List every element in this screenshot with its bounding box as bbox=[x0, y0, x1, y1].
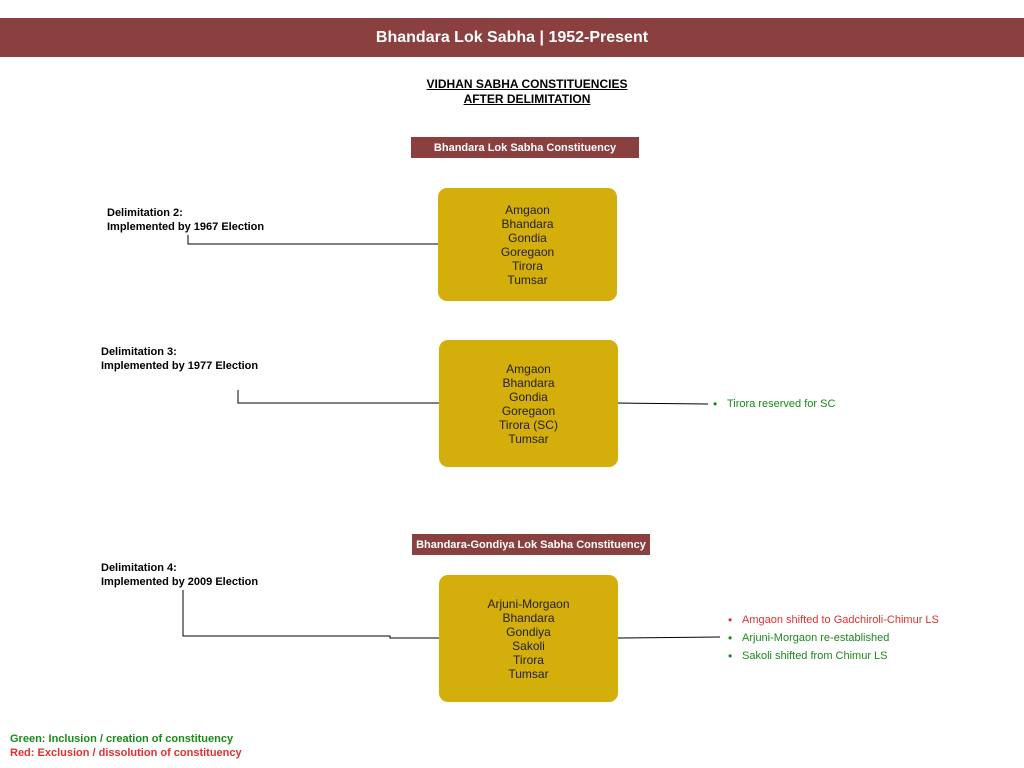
connector-d4-changes bbox=[617, 636, 721, 639]
constituency-item: Tirora (SC) bbox=[499, 417, 558, 432]
constituency-item: Bhandara bbox=[502, 610, 555, 625]
banner-bhandara-gondiya-ls: Bhandara-Gondiya Lok Sabha Constituency bbox=[412, 534, 650, 555]
constituency-item: Tumsar bbox=[507, 272, 548, 287]
section-subtitle: VIDHAN SABHA CONSTITUENCIES AFTER DELIMI… bbox=[362, 77, 692, 107]
delimitation-3-changes: Tirora reserved for SC bbox=[713, 395, 835, 413]
constituency-item: Tumsar bbox=[508, 431, 549, 446]
constituency-item: Goregaon bbox=[501, 403, 556, 418]
change-item: Amgaon shifted to Gadchiroli-Chimur LS bbox=[728, 611, 939, 629]
legend-inclusion: Green: Inclusion / creation of constitue… bbox=[10, 733, 234, 745]
delimitation-4-changes: Amgaon shifted to Gadchiroli-Chimur LS A… bbox=[728, 611, 939, 665]
subtitle-line-2: AFTER DELIMITATION bbox=[463, 92, 591, 106]
delimitation-4-label: Delimitation 4: Implemented by 2009 Elec… bbox=[101, 562, 259, 588]
delimitation-3-box: Amgaon Bhandara Gondia Goregaon Tirora (… bbox=[439, 340, 618, 467]
connector-d2 bbox=[187, 235, 438, 245]
constituency-item: Gondia bbox=[509, 389, 548, 404]
constituency-item: Goregaon bbox=[500, 244, 555, 259]
constituency-item: Amgaon bbox=[506, 361, 551, 376]
constituency-item: Sakoli bbox=[512, 638, 545, 653]
legend-exclusion: Red: Exclusion / dissolution of constitu… bbox=[10, 747, 242, 759]
connector-d4 bbox=[182, 590, 439, 639]
delimitation-2-box: Amgaon Bhandara Gondia Goregaon Tirora T… bbox=[438, 188, 617, 301]
change-item: Arjuni-Morgaon re-established bbox=[728, 629, 939, 647]
constituency-item: Tirora bbox=[513, 652, 544, 667]
subtitle-line-1: VIDHAN SABHA CONSTITUENCIES bbox=[426, 77, 628, 91]
constituency-item: Tirora bbox=[512, 258, 543, 273]
constituency-item: Gondia bbox=[508, 230, 547, 245]
constituency-item: Tumsar bbox=[508, 666, 549, 681]
change-item: Tirora reserved for SC bbox=[713, 395, 835, 413]
change-item: Sakoli shifted from Chimur LS bbox=[728, 647, 939, 665]
constituency-item: Bhandara bbox=[501, 216, 554, 231]
page-title: Bhandara Lok Sabha | 1952-Present bbox=[0, 18, 1024, 57]
constituency-item: Gondiya bbox=[506, 624, 551, 639]
delimitation-3-label: Delimitation 3: Implemented by 1977 Elec… bbox=[101, 346, 259, 372]
connector-d3 bbox=[237, 390, 439, 404]
banner-bhandara-ls: Bhandara Lok Sabha Constituency bbox=[411, 137, 639, 158]
constituency-item: Arjuni-Morgaon bbox=[487, 596, 570, 611]
connector-d3-changes bbox=[617, 402, 709, 405]
constituency-item: Bhandara bbox=[502, 375, 555, 390]
delimitation-4-box: Arjuni-Morgaon Bhandara Gondiya Sakoli T… bbox=[439, 575, 618, 702]
constituency-item: Amgaon bbox=[505, 202, 550, 217]
delimitation-2-label: Delimitation 2: Implemented by 1967 Elec… bbox=[107, 207, 265, 233]
